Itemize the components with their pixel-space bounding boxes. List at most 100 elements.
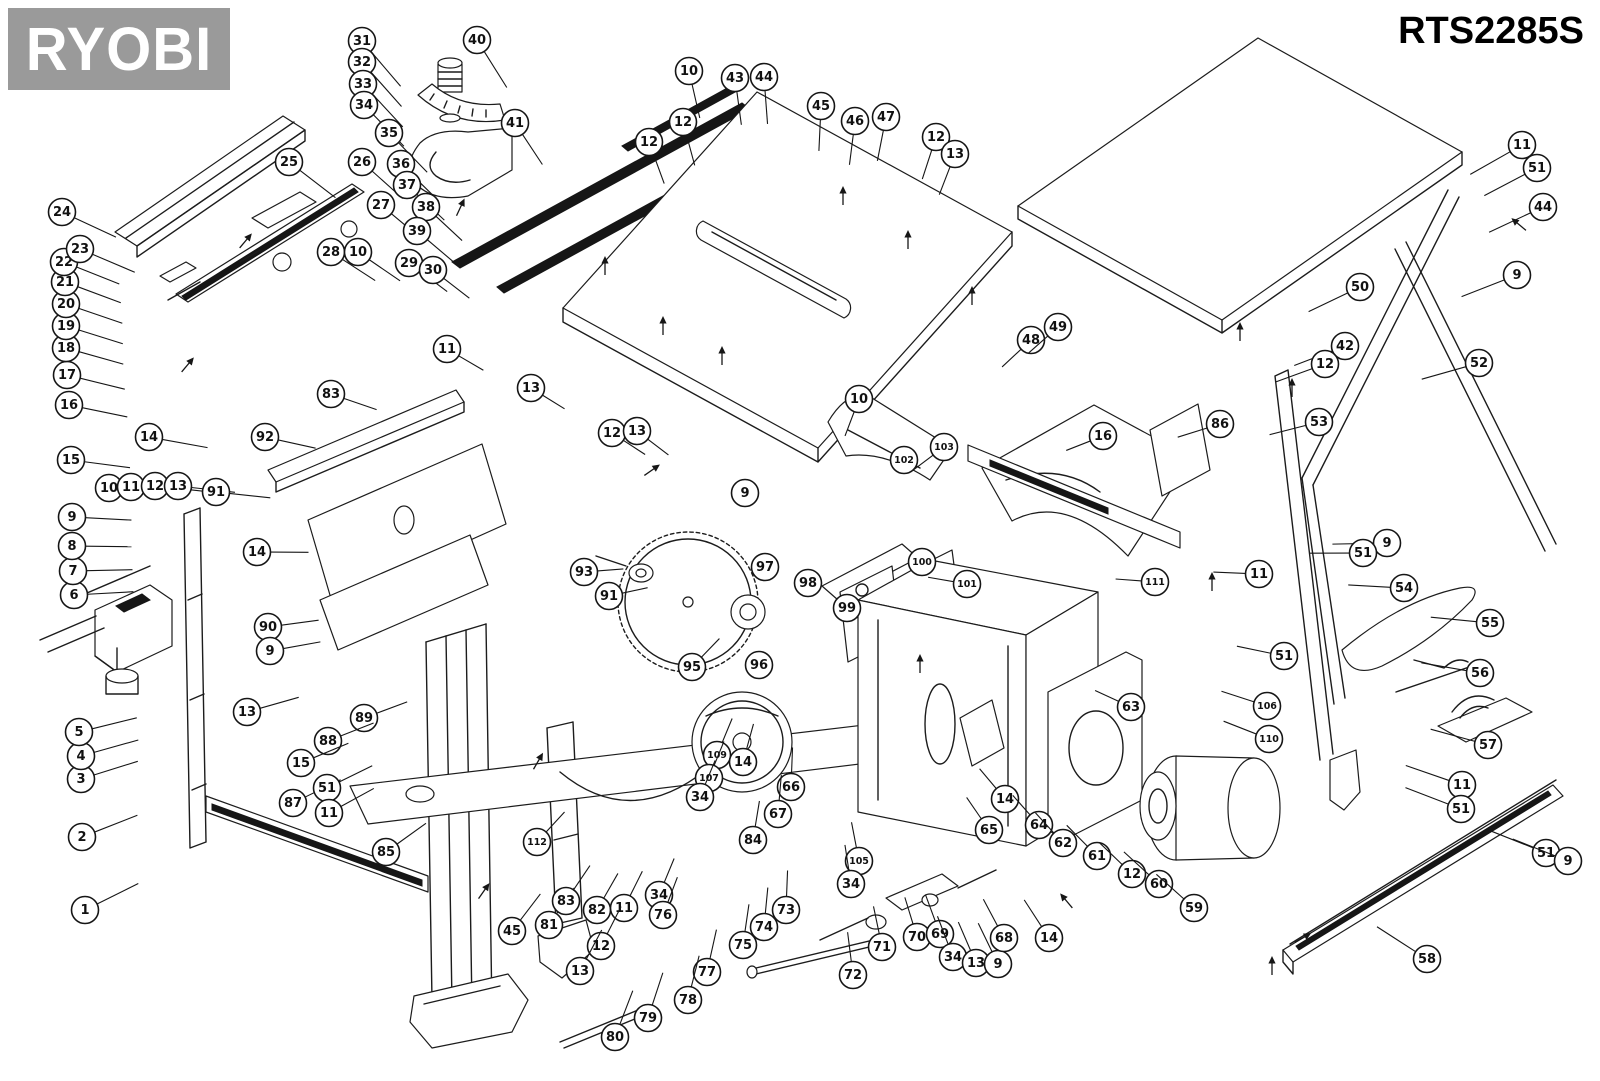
callout-17: 17 [52,360,125,390]
callout-20: 20 [51,289,123,324]
svg-text:44: 44 [1534,200,1552,215]
callout-59: 59 [1155,873,1209,923]
callout-48: 48 [1001,325,1046,368]
svg-text:13: 13 [522,381,540,396]
callout-76: 76 [648,876,678,930]
svg-text:105: 105 [849,856,869,867]
svg-text:36: 36 [392,157,410,172]
callout-84: 84 [738,800,768,855]
callout-14: 14 [134,422,208,452]
svg-text:86: 86 [1211,417,1229,432]
svg-text:56: 56 [1471,666,1489,681]
callout-13: 13 [232,696,299,727]
svg-text:93: 93 [575,565,593,580]
callout-11: 11 [1213,559,1274,589]
callout-31: 31 [347,26,402,87]
callout-50: 50 [1308,272,1375,313]
svg-text:51: 51 [1275,649,1293,664]
callout-91: 91 [201,477,271,507]
svg-text:101: 101 [957,579,977,590]
svg-text:91: 91 [207,485,225,500]
callout-33: 33 [348,69,404,128]
callout-51: 51 [1484,153,1552,197]
callout-41: 41 [500,108,543,165]
callout-30: 30 [418,255,470,299]
svg-text:11: 11 [1250,567,1268,582]
svg-text:50: 50 [1351,280,1369,295]
svg-text:54: 54 [1395,581,1413,596]
callout-14: 14 [242,537,309,567]
model-number: RTS2285S [1398,10,1584,52]
svg-text:103: 103 [934,442,954,453]
callout-86: 86 [1177,409,1235,439]
callout-80: 80 [600,990,634,1052]
svg-text:21: 21 [56,275,74,290]
svg-text:9: 9 [740,486,749,501]
svg-text:96: 96 [750,658,768,673]
svg-text:9: 9 [1512,268,1521,283]
callout-105: 105 [844,822,874,876]
callout-72: 72 [838,932,868,990]
svg-text:19: 19 [57,319,75,334]
callout-4: 4 [66,739,139,771]
callout-15: 15 [286,742,349,778]
svg-text:73: 73 [777,903,795,918]
callout-54: 54 [1348,573,1419,603]
svg-text:13: 13 [238,705,256,720]
svg-text:107: 107 [699,773,719,784]
svg-text:13: 13 [628,424,646,439]
svg-text:55: 55 [1481,616,1499,631]
svg-text:37: 37 [398,178,416,193]
svg-text:49: 49 [1049,320,1067,335]
callout-51: 51 [1405,787,1476,824]
callout-47: 47 [871,102,901,162]
svg-text:13: 13 [571,964,589,979]
svg-text:12: 12 [592,939,610,954]
svg-text:14: 14 [996,792,1014,807]
svg-text:47: 47 [877,110,895,125]
svg-text:12: 12 [1316,357,1334,372]
svg-text:112: 112 [527,837,547,848]
svg-text:46: 46 [846,114,864,129]
svg-text:68: 68 [995,931,1013,946]
svg-text:109: 109 [707,750,727,761]
callout-28: 28 [316,237,376,281]
callout-13: 13 [622,416,669,456]
callout-49: 49 [1028,312,1073,354]
svg-text:102: 102 [894,455,914,466]
svg-text:22: 22 [55,255,73,270]
svg-text:62: 62 [1054,836,1072,851]
svg-text:14: 14 [734,755,752,770]
callout-83: 83 [316,379,377,411]
svg-text:27: 27 [372,198,390,213]
svg-text:12: 12 [603,426,621,441]
callout-110: 110 [1223,720,1284,754]
callout-14: 14 [979,768,1020,814]
callout-78: 78 [673,955,703,1015]
callout-82: 82 [582,873,619,925]
svg-text:33: 33 [354,77,372,92]
callout-13: 13 [516,373,565,410]
svg-text:66: 66 [782,780,800,795]
svg-text:61: 61 [1088,849,1106,864]
callout-34: 34 [685,760,716,812]
callout-51: 51 [1490,830,1561,868]
callout-44: 44 [749,62,779,124]
svg-text:4: 4 [76,749,85,764]
svg-text:9: 9 [265,644,274,659]
svg-text:34: 34 [355,98,373,113]
svg-text:81: 81 [540,918,558,933]
callout-11: 11 [1469,130,1537,175]
callout-90: 90 [253,612,319,642]
svg-text:34: 34 [944,950,962,965]
callout-51: 51 [1310,538,1378,568]
svg-text:3: 3 [76,772,85,787]
svg-text:24: 24 [53,205,71,220]
callout-85: 85 [371,822,427,867]
svg-text:82: 82 [588,903,606,918]
svg-text:16: 16 [1094,429,1112,444]
callout-3: 3 [66,760,138,794]
svg-text:11: 11 [320,806,338,821]
svg-text:13: 13 [946,147,964,162]
callout-35: 35 [374,118,428,173]
